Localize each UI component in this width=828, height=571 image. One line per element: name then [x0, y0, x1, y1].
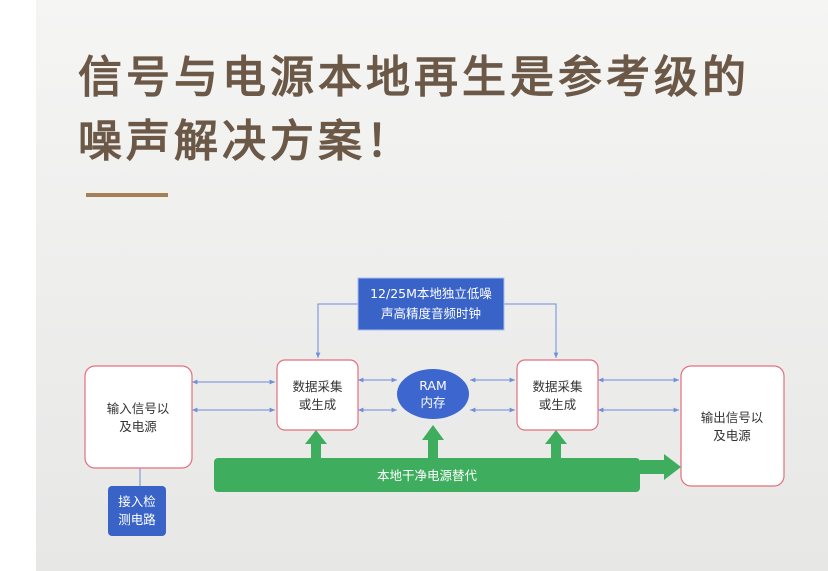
power-to-ram-arrow [422, 425, 444, 458]
input-box-line-1: 输入信号以 [107, 401, 170, 416]
acq-right-line-1: 数据采集 [532, 379, 583, 394]
detect-box-line-1: 接入检 [118, 494, 156, 509]
acq-left-box [276, 359, 359, 431]
headline-line-2: 噪声解决方案！ [78, 116, 414, 167]
power-to-left-acq-arrow [305, 430, 327, 458]
acq-left-line-2: 或生成 [299, 397, 337, 412]
power-bar-label: 本地干净电源替代 [377, 468, 478, 483]
input-box-line-2: 及电源 [119, 419, 157, 434]
acq-right-box [516, 359, 599, 431]
power-to-output-arrow [640, 454, 681, 480]
clock-to-right-acq-connector [504, 303, 559, 358]
clock-box-line-1: 12/25M本地独立低噪 [370, 286, 492, 301]
detect-box-line-2: 测电路 [118, 512, 156, 527]
detect-box [108, 486, 166, 536]
ram-node [397, 369, 469, 419]
clock-box [357, 277, 505, 331]
clock-to-left-acq-connector [315, 303, 358, 358]
acq-right-line-2: 或生成 [539, 397, 577, 412]
headline-line-1: 信号与电源本地再生是参考级的 [78, 52, 750, 103]
output-box-line-2: 及电源 [713, 428, 751, 443]
ram-line-2: 内存 [420, 395, 445, 410]
accent-rule [86, 193, 168, 197]
input-box [84, 365, 193, 469]
output-box-line-1: 输出信号以 [701, 410, 764, 425]
output-box [680, 365, 785, 487]
clock-box-line-2: 声高精度音频时钟 [381, 306, 481, 321]
ram-line-1: RAM [419, 378, 447, 393]
power-bar [214, 458, 640, 492]
power-to-right-acq-arrow [545, 430, 567, 458]
acq-left-line-1: 数据采集 [292, 379, 343, 394]
